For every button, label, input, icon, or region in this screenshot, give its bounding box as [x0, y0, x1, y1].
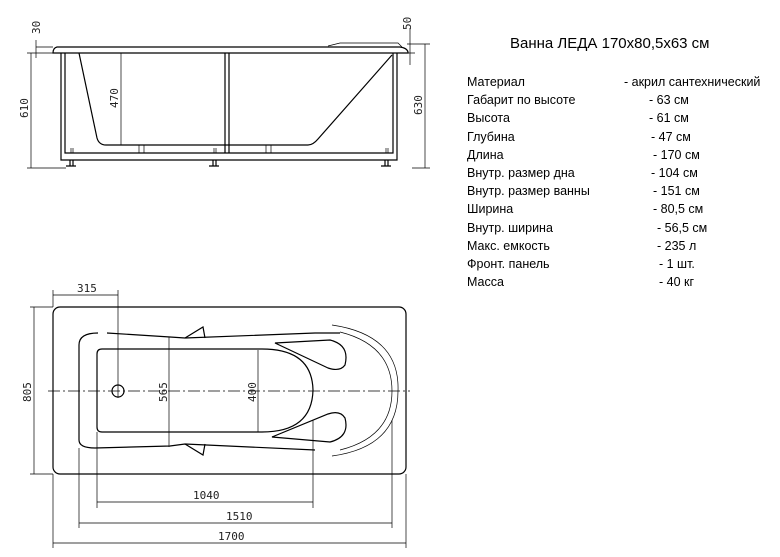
dim-610: 610 [18, 98, 31, 118]
product-title: Ванна ЛЕДА 170x80,5x63 см [510, 35, 710, 52]
spec-label: Ширина [467, 202, 514, 217]
spec-row: Макс. емкость - 235 л [467, 237, 760, 255]
spec-label: Макс. емкость [467, 238, 550, 253]
spec-label: Глубина [467, 129, 515, 144]
dim-805: 805 [21, 382, 34, 402]
spec-table: Материал - акрил сантехнический Габарит п… [467, 73, 760, 291]
dim-lines-side [27, 28, 430, 169]
spec-value: - 170 см [653, 147, 700, 162]
spec-row: Глубина - 47 см [467, 128, 760, 146]
dim-315: 315 [77, 282, 97, 295]
dim-470: 470 [108, 88, 121, 108]
dim-565: 565 [157, 382, 170, 402]
spec-row: Фронт. панель - 1 шт. [467, 255, 760, 273]
bowl [78, 52, 393, 146]
dim-400: 400 [246, 382, 259, 402]
spec-row: Внутр. размер дна - 104 см [467, 164, 760, 182]
spec-label: Высота [467, 111, 510, 126]
spec-label: Внутр. ширина [467, 220, 553, 235]
supports [70, 145, 389, 153]
spec-row: Масса - 40 кг [467, 273, 760, 291]
spec-value: - 235 л [657, 238, 697, 253]
dim-1510: 1510 [226, 510, 253, 523]
rim [52, 46, 409, 54]
spec-value: - 63 см [649, 93, 689, 108]
spec-label: Длина [467, 147, 504, 162]
spec-row: Ширина - 80,5 см [467, 200, 760, 218]
headrest [327, 42, 403, 48]
spec-value: - 56,5 см [657, 220, 708, 235]
spec-row: Высота - 61 см [467, 109, 760, 127]
dim-630: 630 [412, 95, 425, 115]
dim-30: 30 [30, 21, 43, 34]
dim-1700: 1700 [218, 530, 245, 543]
frame [60, 53, 398, 161]
spec-label: Внутр. размер ванны [467, 184, 590, 199]
spec-value: - акрил сантехнический [624, 75, 761, 89]
spec-value: - 1 шт. [659, 257, 695, 272]
spec-row: Габарит по высоте - 63 см [467, 91, 760, 109]
spec-row: Внутр. ширина - 56,5 см [467, 219, 760, 237]
dim-lines-plan [30, 290, 407, 548]
spec-label: Материал [467, 75, 525, 89]
armrest-bottom [184, 412, 347, 456]
dim-50: 50 [401, 17, 414, 30]
outer-rim [52, 306, 407, 475]
spec-row: Длина - 170 см [467, 146, 760, 164]
spec-label: Масса [467, 275, 504, 290]
spec-row: Материал - акрил сантехнический [467, 73, 760, 91]
bowl-bottom [96, 348, 314, 433]
armrest-top [184, 326, 347, 371]
spec-value: - 47 см [651, 129, 691, 144]
side-view: 30 610 470 50 630 [18, 17, 430, 169]
spec-value: - 151 см [653, 184, 700, 199]
feet [66, 160, 391, 167]
spec-value: - 40 кг [659, 275, 695, 290]
spec-row: Внутр. размер ванны - 151 см [467, 182, 760, 200]
dim-1040: 1040 [193, 489, 220, 502]
spec-value: - 104 см [651, 166, 698, 181]
spec-value: - 61 см [649, 111, 689, 126]
spec-label: Внутр. размер дна [467, 166, 575, 181]
plan-view: 315 805 565 400 1040 1510 1700 [21, 282, 410, 548]
spec-label: Фронт. панель [467, 257, 550, 272]
spec-label: Габарит по высоте [467, 93, 576, 108]
spec-value: - 80,5 см [653, 202, 704, 217]
